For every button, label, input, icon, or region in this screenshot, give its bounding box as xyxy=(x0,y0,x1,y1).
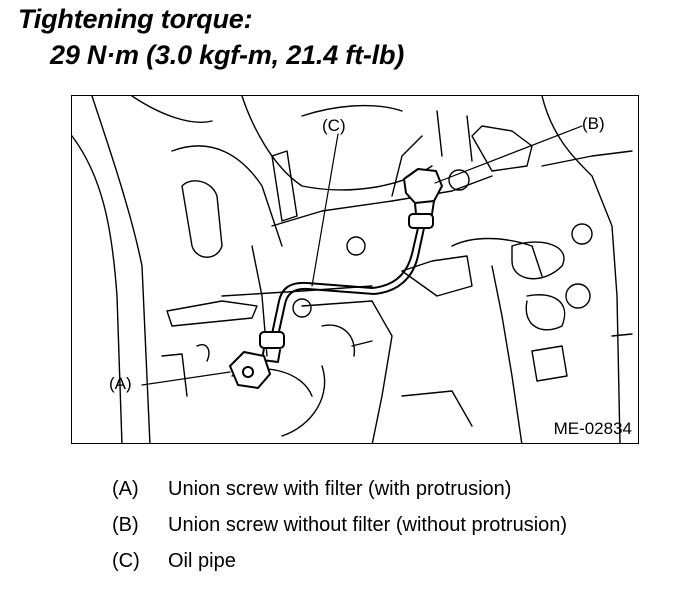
oil-pipe-c xyxy=(271,227,425,337)
torque-title: Tightening torque: xyxy=(18,4,253,34)
legend-key: (B) xyxy=(112,514,139,536)
legend-text: Union screw with filter (with protrusion… xyxy=(168,478,512,500)
legend-text: Oil pipe xyxy=(168,550,236,572)
union-screw-a xyxy=(229,331,285,389)
legend-key: (A) xyxy=(112,478,139,500)
union-screw-b xyxy=(403,168,443,229)
engine-illustration: (C) (B) (A) ME-02834 xyxy=(71,95,639,444)
engine-line-drawing xyxy=(72,96,633,443)
legend-text: Union screw without filter (without prot… xyxy=(168,514,568,536)
callout-b-label: (B) xyxy=(582,114,605,133)
callout-leaders xyxy=(141,125,583,386)
legend-key: (C) xyxy=(112,550,140,572)
callout-c-label: (C) xyxy=(322,116,346,135)
engine-block-outline xyxy=(72,96,633,443)
torque-value: 29 N·m (3.0 kgf-m, 21.4 ft-lb) xyxy=(50,40,405,70)
callout-a-label: (A) xyxy=(109,374,132,393)
figure-code: ME-02834 xyxy=(553,419,632,438)
